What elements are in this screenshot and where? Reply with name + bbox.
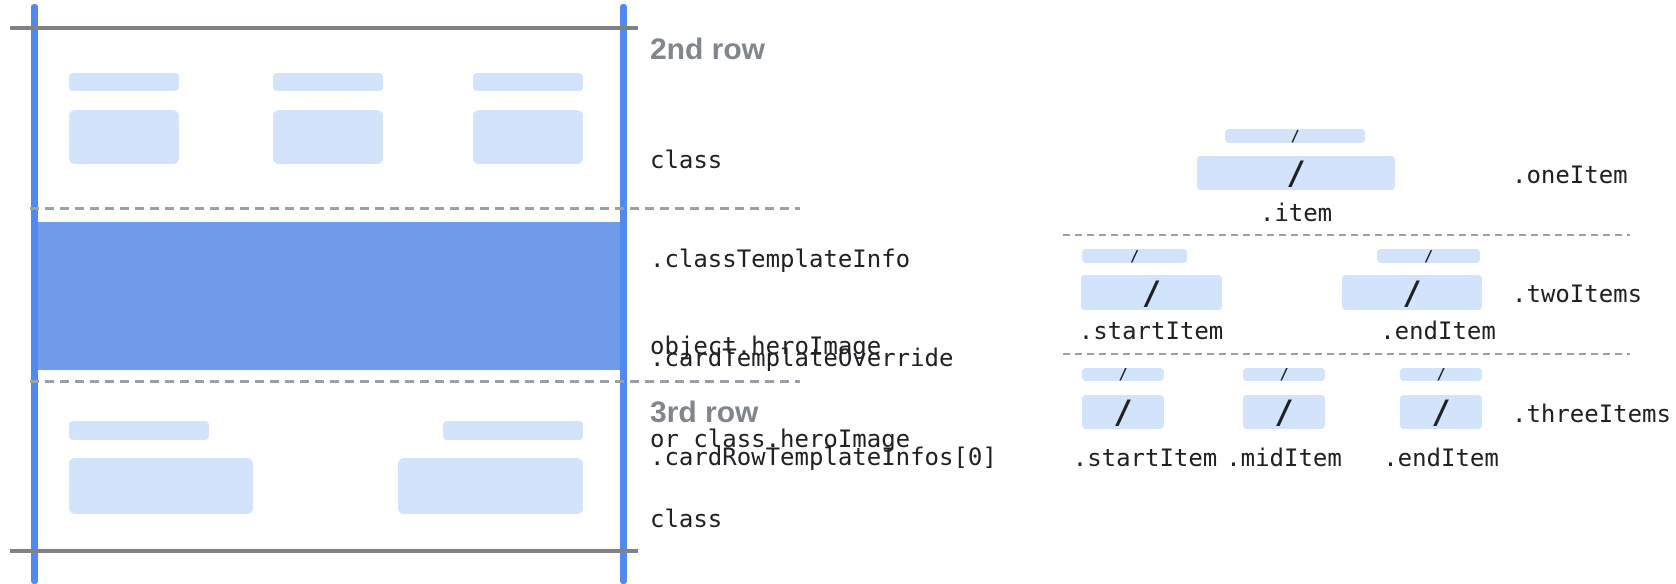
two-items-start-value-bar: / [1081,275,1222,310]
row2-col3-label-placeholder [473,73,583,91]
row3-code-line: class [650,505,723,533]
row3-code-path: class .classTemplateInfo .cardTemplateOv… [650,437,997,584]
start-item-caption: .startItem [1072,444,1218,472]
two-items-group-label: .twoItems [1512,280,1643,308]
one-item-value-bar: / [1197,156,1395,190]
card-left-guide-line [31,4,38,584]
hero-code-path: object.heroImage or class.heroImage [650,269,910,517]
card-bottom-border-line [10,549,638,553]
slash-glyph: / [1118,365,1128,383]
item-caption: .item [1259,199,1333,227]
hero-row3-divider-dashed [30,380,800,383]
card-top-border-line [10,26,638,30]
hero-code-line: or class.heroImage [650,425,911,453]
hero-image-area [38,222,620,370]
slash-glyph: / [1129,246,1140,265]
row2-heading: 2nd row [650,33,766,66]
slash-glyph: / [1436,365,1446,383]
slash-glyph: / [1431,393,1451,431]
row2-code-path: class .classTemplateInfo .cardTemplateOv… [650,78,997,540]
three-items-end-label-bar: / [1400,365,1482,383]
row2-code-line: .cardTemplateOverride [650,344,954,372]
mid-item-caption: .midItem [1226,444,1342,472]
row3-heading: 3rd row [650,396,759,429]
row2-col2-label-placeholder [273,73,383,91]
three-items-mid-label-bar: / [1243,365,1325,383]
two-items-end-label-bar: / [1377,246,1480,265]
row2-code-line: class [650,146,723,174]
slash-glyph: / [1402,273,1422,312]
row2-hero-divider-dashed [30,207,800,210]
hero-code-line: object.heroImage [650,332,882,360]
three-items-end-value-bar: / [1400,395,1482,429]
row2-col1-label-placeholder [69,73,179,91]
three-items-start-label-bar: / [1082,365,1164,383]
two-items-end-value-bar: / [1342,275,1482,310]
slash-glyph: / [1286,154,1306,192]
row3-col1-value-placeholder [69,458,253,514]
slash-glyph: / [1423,246,1434,265]
end-item-caption: .endItem [1380,317,1496,345]
start-item-caption: .startItem [1078,317,1224,345]
one-item-group-label: .oneItem [1512,161,1628,189]
slash-glyph: / [1141,273,1162,312]
three-items-mid-value-bar: / [1243,395,1325,429]
card-right-guide-line [620,4,627,584]
two-three-divider-dashed [1063,353,1630,355]
slash-glyph: / [1113,393,1133,431]
slash-glyph: / [1279,365,1289,383]
one-item-label-bar: / [1225,126,1365,145]
row3-col2-label-placeholder [443,421,583,440]
row2-col2-value-placeholder [273,110,383,164]
row3-col2-value-placeholder [398,458,583,514]
row2-col1-value-placeholder [69,110,179,164]
end-item-caption: .endItem [1383,444,1499,472]
row2-col3-value-placeholder [473,110,583,164]
three-items-start-value-bar: / [1082,395,1164,429]
two-items-start-label-bar: / [1082,246,1187,265]
three-items-group-label: .threeItems [1512,400,1671,428]
row2-code-line: .cardRowTemplateInfos[0] [650,443,997,471]
one-two-divider-dashed [1063,234,1630,236]
row3-col1-label-placeholder [69,421,209,440]
slash-glyph: / [1290,126,1300,145]
row2-code-line: .classTemplateInfo [650,245,911,273]
slash-glyph: / [1274,393,1294,431]
